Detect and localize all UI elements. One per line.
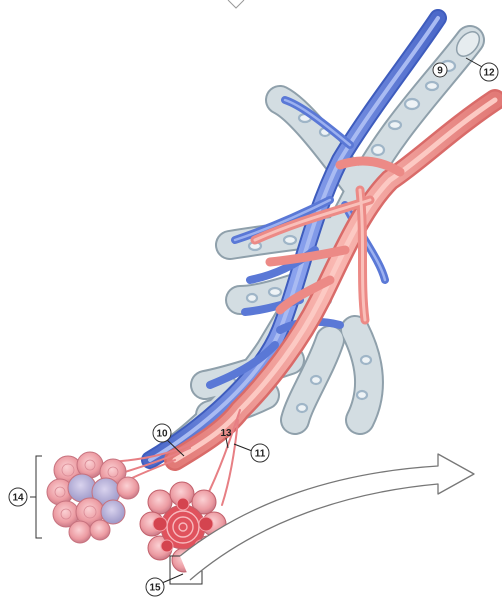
bracket-14 <box>30 456 42 538</box>
callout-9-text: 9 <box>437 66 443 77</box>
callout-12-text: 12 <box>483 68 495 79</box>
callout-14-text: 14 <box>12 493 24 504</box>
callout-14: 14 <box>9 488 27 506</box>
callout-13: 13 <box>220 428 232 439</box>
callout-15-text: 15 <box>149 583 161 594</box>
callout-12: 12 <box>480 63 498 81</box>
callout-10-text: 10 <box>156 429 168 440</box>
bronchiole-tree <box>175 27 484 450</box>
callout-11-text: 11 <box>255 449 266 460</box>
top-pointer <box>228 0 244 8</box>
callout-15: 15 <box>146 578 164 596</box>
callout-13-text: 13 <box>220 428 232 439</box>
callout-11: 11 <box>251 444 269 462</box>
alveolar-sac-cluster <box>47 452 139 543</box>
callout-10: 10 <box>153 424 171 442</box>
callout-9: 9 <box>433 63 447 77</box>
